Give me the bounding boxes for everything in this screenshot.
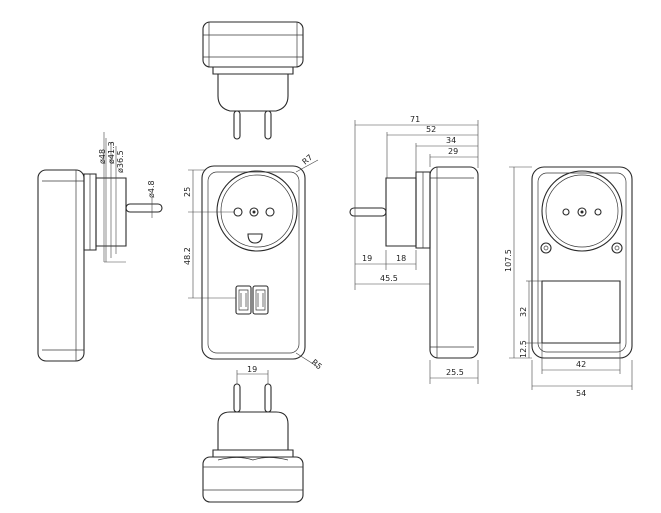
dim-19: 19: [362, 254, 372, 263]
usb-port-left: [236, 286, 251, 314]
dim-12-5: 12.5: [519, 340, 528, 358]
front-view-hole-right: [266, 208, 274, 216]
dim-34: 34: [446, 136, 456, 145]
dim-32: 32: [519, 307, 528, 317]
dim-29: 29: [448, 147, 458, 156]
usb-port-right: [253, 286, 268, 314]
front-view-body: [202, 166, 305, 359]
dim-d36-5: ø36.5: [116, 150, 125, 173]
dim-pin-19: 19: [247, 365, 257, 374]
top-view-plug-base: [218, 74, 288, 111]
bottom-view-body: [203, 457, 303, 502]
bottom-view-pin-left: [234, 384, 240, 412]
bottom-view-ring: [213, 450, 293, 457]
dim-r7: R7: [301, 153, 315, 167]
dim-107-5: 107.5: [504, 249, 513, 272]
dim-48-2: 48.2: [183, 247, 192, 265]
front-view: [188, 160, 318, 367]
left-side-view: [38, 132, 162, 361]
right-side-view: [350, 120, 478, 384]
rear-view-ground: [578, 208, 586, 216]
front-view-indicator: [248, 234, 262, 243]
bottom-view-pin-right: [265, 384, 271, 412]
dim-d48: ø48: [98, 149, 107, 164]
right-view-plug-base: [386, 178, 416, 246]
rear-view: [509, 167, 632, 390]
front-view-socket: [217, 171, 297, 251]
rear-view-hole-right: [595, 209, 601, 215]
front-view-ground: [250, 208, 258, 216]
right-view-body: [430, 167, 478, 358]
dim-d41-3: ø41.3: [107, 141, 116, 164]
dim-25: 25: [183, 187, 192, 197]
top-view-pin-right: [265, 111, 271, 139]
dim-45-5: 45.5: [380, 274, 398, 283]
left-view-pin: [126, 204, 162, 212]
rear-view-socket: [542, 171, 622, 251]
front-view-hole-left: [234, 208, 242, 216]
left-view-body: [38, 170, 84, 361]
top-view: [203, 22, 303, 139]
dim-d4-8: ø4.8: [147, 180, 156, 198]
top-view-body: [203, 22, 303, 67]
rear-view-body: [532, 167, 632, 358]
dim-r5: R5: [310, 358, 324, 372]
rear-view-label-area: [542, 281, 620, 343]
right-view-pin: [350, 208, 386, 216]
top-view-ring: [213, 67, 293, 74]
rear-view-screw-right: [612, 243, 622, 253]
dim-71: 71: [410, 115, 420, 124]
dim-42: 42: [576, 360, 586, 369]
dim-52: 52: [426, 125, 436, 134]
dim-25-5: 25.5: [446, 368, 464, 377]
rear-view-hole-left: [563, 209, 569, 215]
top-view-pin-left: [234, 111, 240, 139]
dim-54: 54: [576, 389, 586, 398]
rear-view-screw-left: [541, 243, 551, 253]
bottom-view: [203, 370, 303, 502]
dim-18: 18: [396, 254, 406, 263]
bottom-view-plug-base: [218, 412, 288, 450]
